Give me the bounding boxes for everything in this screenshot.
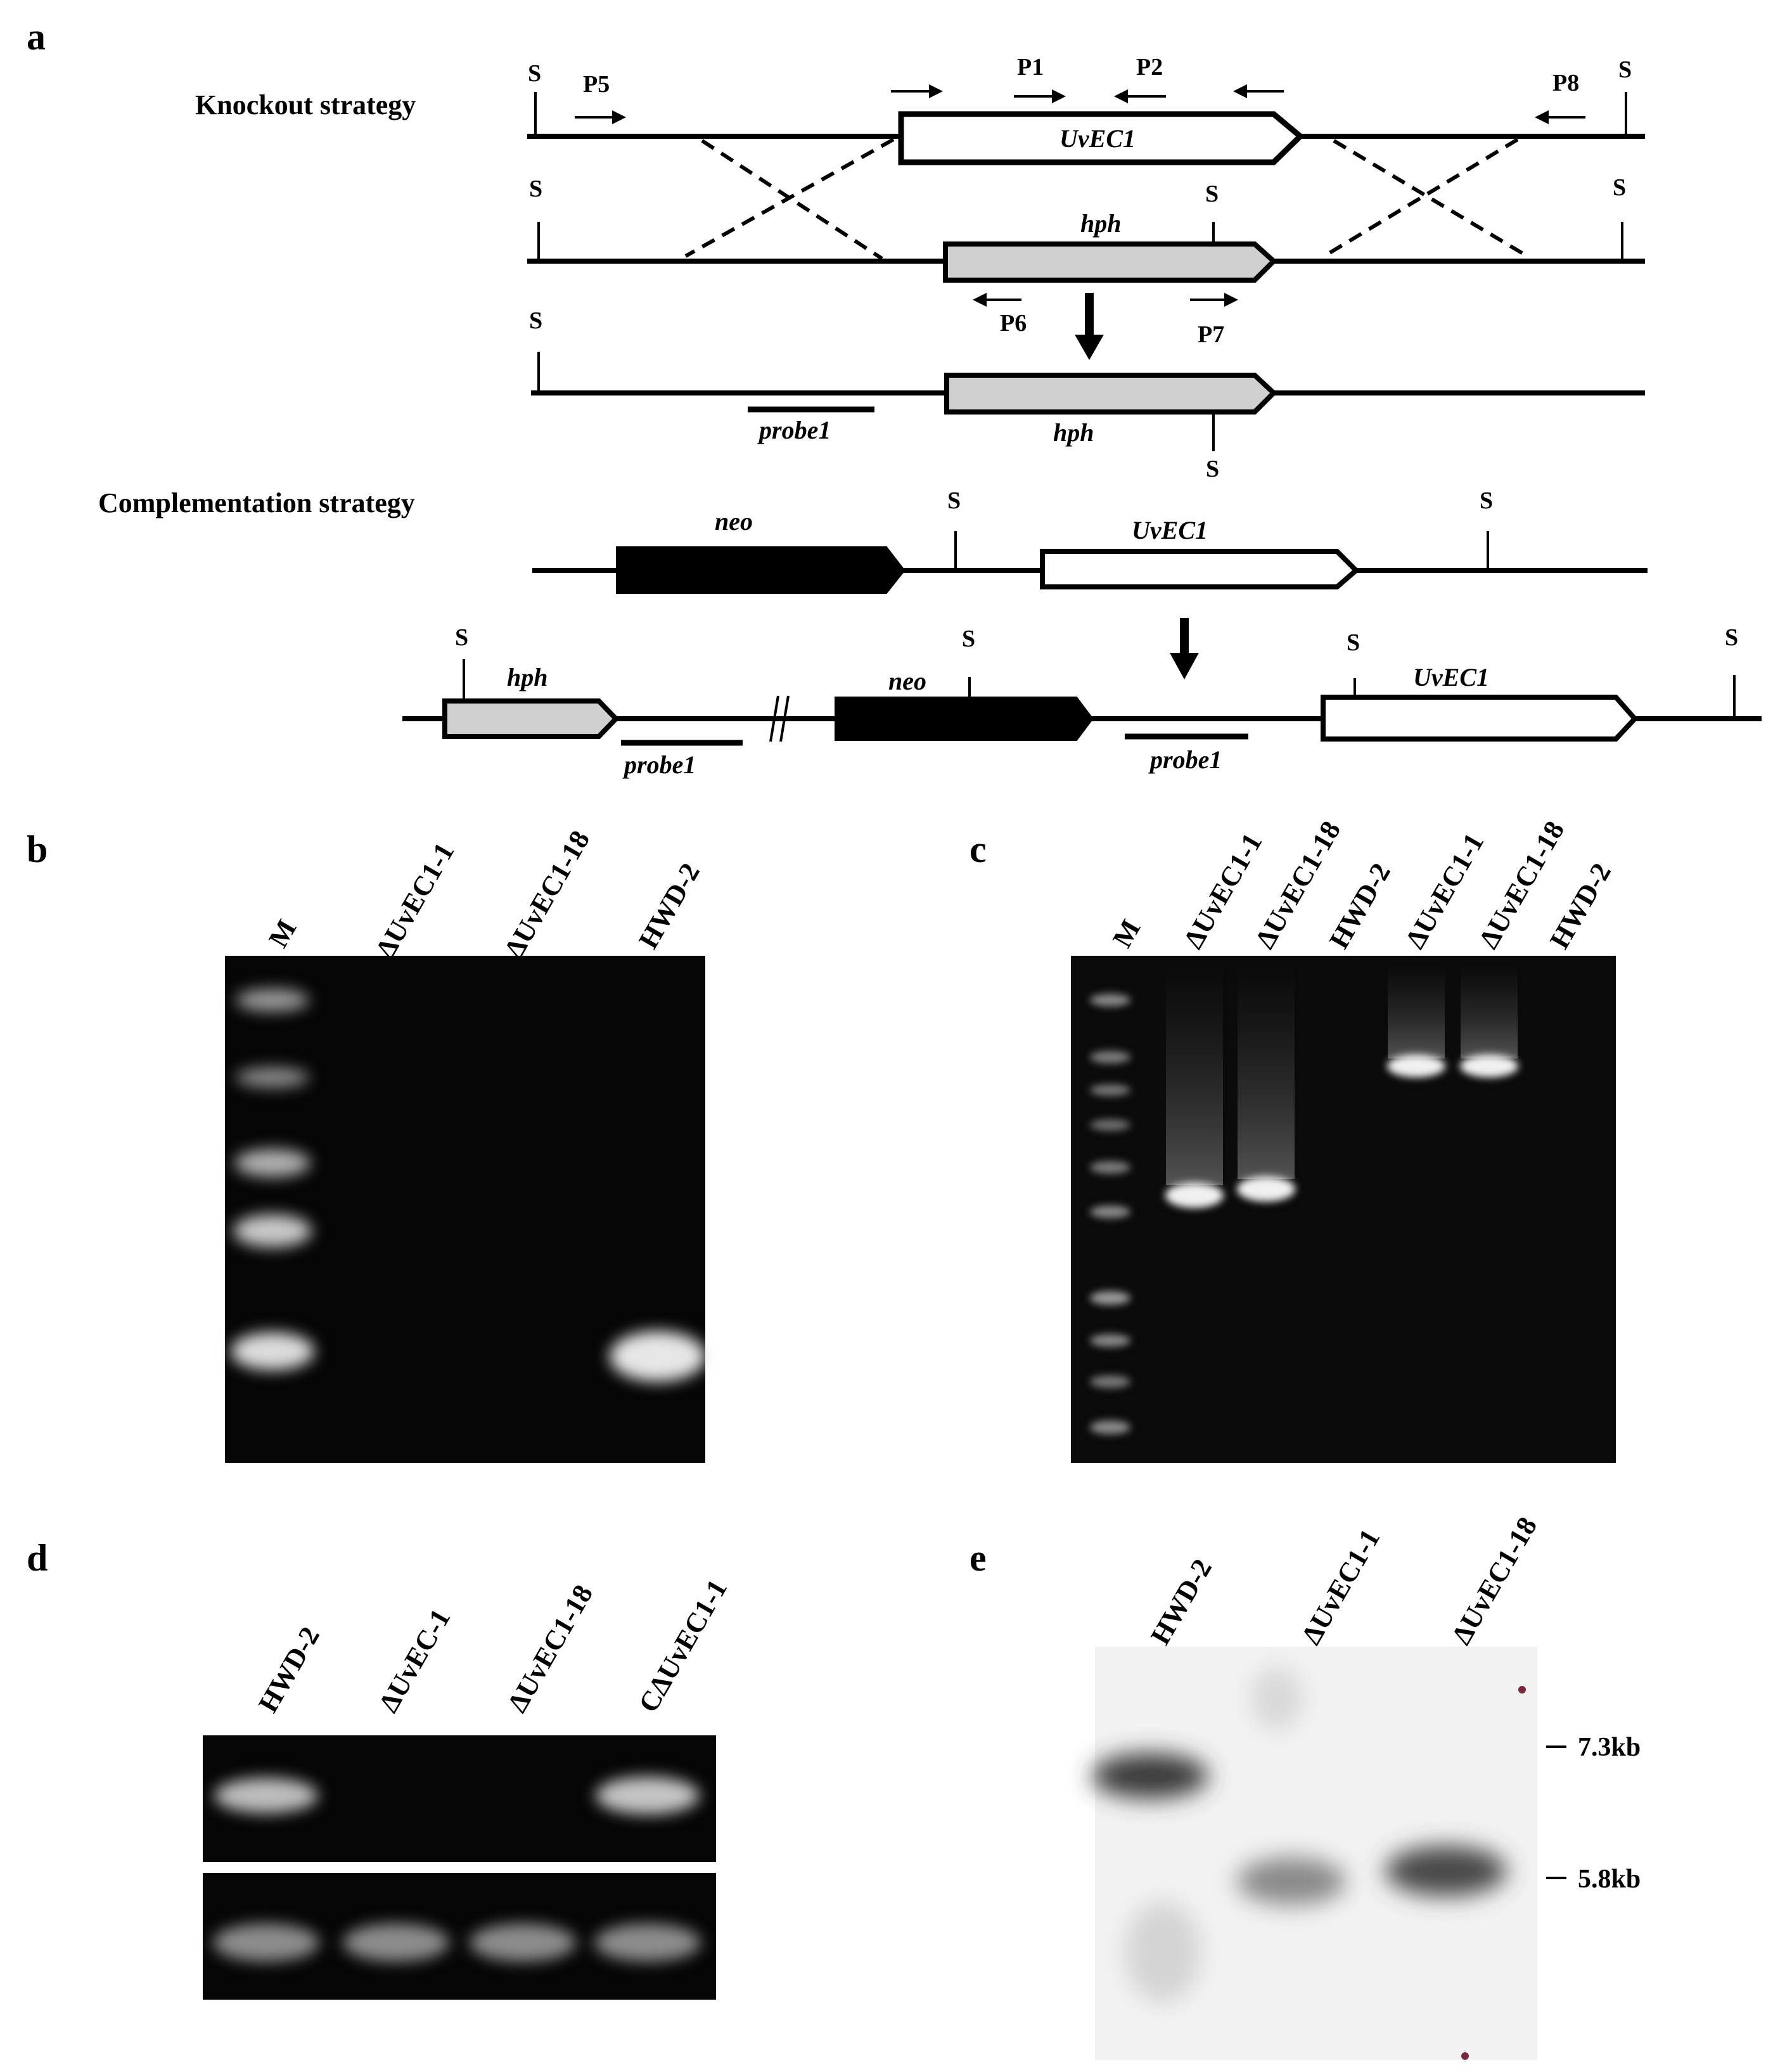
panel-label-c: c [970, 828, 987, 870]
blot-speck [1518, 1686, 1526, 1694]
hph-gene [943, 241, 1277, 283]
hph-label: hph [507, 663, 548, 691]
knockout-strategy-title: Knockout strategy [195, 89, 416, 120]
knockout-vector [527, 222, 1645, 283]
lane-label: ΔUvEC1-18 [498, 825, 596, 963]
lane-label: ΔUvEC-1 [373, 1604, 456, 1718]
panel-label-b: b [27, 828, 48, 870]
site-label: S [529, 176, 542, 202]
site-label: S [1725, 624, 1738, 651]
marker-label-5-8kb: 5.8kb [1578, 1865, 1641, 1894]
neo-label: neo [715, 507, 753, 536]
panel-label-a: a [27, 16, 46, 58]
lane-label: CΔUvEC1-1 [632, 1574, 733, 1718]
site-label: S [529, 307, 542, 334]
lane-label: HWD-2 [1323, 858, 1397, 954]
ladder-bands [231, 989, 314, 1370]
down-arrow [1075, 293, 1104, 360]
primer-p5-label: P5 [583, 71, 610, 98]
uvec1-gene [1040, 549, 1360, 589]
hph-label: hph [1080, 209, 1122, 238]
lane-label: HWD-2 [632, 858, 706, 954]
marker-label-7-3kb: 7.3kb [1578, 1733, 1641, 1762]
site-label: S [455, 624, 468, 651]
uvec1-gene [898, 111, 1305, 165]
gel-c-lane-labels: M ΔUvEC1-1 ΔUvEC1-18 HWD-2 ΔUvEC1-1 ΔUvE… [1106, 816, 1617, 954]
probe1-label: probe1 [1148, 745, 1222, 774]
ladder-bands [1090, 994, 1130, 1434]
break-mark [769, 695, 779, 742]
hwd2-band [610, 1331, 706, 1382]
hph-label: hph [1053, 418, 1094, 447]
knockout-locus [531, 352, 1645, 451]
complementation-strategy-title: Complementation strategy [98, 487, 415, 518]
gel-d-bottom [203, 1873, 716, 2000]
neo-gene [616, 546, 906, 594]
southern-blot [1092, 1647, 1537, 2060]
hph-gene [442, 698, 620, 739]
complemented-locus [402, 659, 1762, 746]
primer-arrows-row1 [575, 84, 1585, 124]
site-label: S [947, 487, 961, 514]
gel-c-bands [1165, 1055, 1518, 1208]
probe1-label: probe1 [757, 416, 831, 444]
neo-label: neo [888, 667, 926, 695]
crossover-lines [684, 138, 1528, 260]
lane-label: M [1106, 915, 1146, 953]
primer-p1-label: P1 [1017, 54, 1044, 80]
site-label: S [1205, 181, 1219, 207]
lane-label: HWD-2 [1544, 858, 1617, 954]
panel-label-d: d [27, 1537, 48, 1579]
smear [1461, 963, 1518, 1058]
gel-d-top [203, 1735, 716, 1862]
break-mark [779, 695, 790, 742]
lane-label: ΔUvEC1-1 [1295, 1524, 1386, 1650]
site-label: S [1347, 629, 1360, 656]
gel-d-lane-labels: HWD-2 ΔUvEC-1 ΔUvEC1-18 CΔUvEC1-1 [252, 1574, 733, 1718]
lane-label: ΔUvEC1-1 [369, 837, 460, 963]
site-label: S [1206, 456, 1219, 482]
probe1-label: probe1 [622, 750, 696, 779]
primer-arrows-row2 [973, 293, 1238, 307]
lane-label: HWD-2 [252, 1621, 326, 1718]
site-label: S [528, 60, 541, 87]
site-label: S [1618, 56, 1632, 83]
smear [1388, 963, 1445, 1058]
hph-gene [944, 373, 1277, 415]
blot-e-lane-labels: HWD-2 ΔUvEC1-1 ΔUvEC1-18 [1144, 1512, 1543, 1650]
neo-gene [835, 697, 1094, 741]
site-label: S [1613, 174, 1626, 201]
smear [1238, 963, 1295, 1179]
primer-p8-label: P8 [1552, 70, 1579, 96]
primer-p6-label: P6 [1000, 310, 1027, 337]
lane-label: ΔUvEC1-18 [501, 1579, 599, 1718]
complementation-vector [532, 531, 1648, 594]
gel-d-bottom-bands [213, 1924, 701, 1962]
blot-bands [1092, 1667, 1507, 2003]
uvec1-gene [1321, 695, 1639, 742]
gel-b-lane-labels: M ΔUvEC1-1 ΔUvEC1-18 HWD-2 [262, 825, 706, 963]
gel-b [225, 956, 706, 1463]
gel-d-top-bands [214, 1777, 700, 1815]
lane-label: HWD-2 [1144, 1553, 1218, 1650]
panel-label-e: e [970, 1537, 987, 1579]
lane-label: M [262, 915, 302, 953]
smear [1166, 963, 1223, 1185]
wildtype-locus: UvEC1 [527, 92, 1645, 165]
lane-label: ΔUvEC1-18 [1445, 1512, 1543, 1650]
site-label: S [1480, 487, 1493, 514]
site-label: S [962, 626, 975, 652]
primer-p7-label: P7 [1198, 321, 1224, 348]
uvec1-label: UvEC1 [1413, 663, 1489, 691]
primer-p2-label: P2 [1136, 54, 1163, 80]
gel-c [1071, 956, 1616, 1463]
uvec1-label: UvEC1 [1059, 124, 1136, 153]
uvec1-label: UvEC1 [1132, 516, 1208, 544]
blot-speck [1461, 2052, 1469, 2060]
down-arrow [1170, 618, 1199, 679]
